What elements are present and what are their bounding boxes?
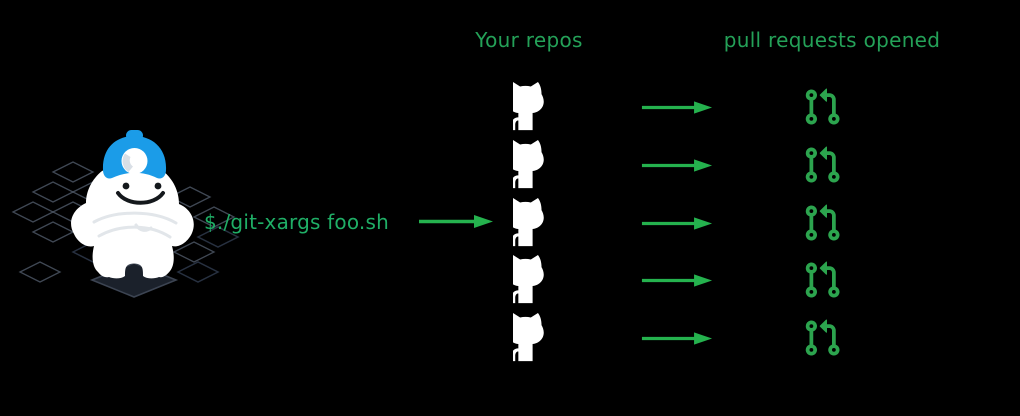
github-octocat-icon [513,140,554,190]
git-pull-request-icon [802,203,842,243]
crossed-arms-line [92,211,178,225]
mascot-scene [11,130,240,298]
arrow-right-icon [641,99,713,116]
git-pull-request-icon [802,145,842,185]
github-octocat-icon [513,198,554,248]
arrow-right-icon [641,330,713,347]
arrow-right-icon [641,157,713,174]
hand-line [134,223,153,232]
smile [116,191,165,205]
git-pull-request-icon [802,318,842,358]
yeti-mascot [71,130,194,279]
repos-column-header: Your repos [475,28,583,52]
github-octocat-icon [513,82,554,132]
repo-flow-row [0,314,1020,362]
left-eye [122,182,130,190]
git-pull-request-icon [802,87,842,127]
right-eye [154,182,162,190]
github-octocat-icon [513,313,554,363]
pull-requests-column-header: pull requests opened [723,28,941,52]
repo-flow-row [0,256,1020,304]
git-pull-request-icon [802,260,842,300]
arrow-right-icon [641,215,713,232]
crossed-arms-line [97,225,172,239]
github-octocat-icon [513,255,554,305]
repo-flow-row [0,199,1020,247]
arrow-right-icon [641,272,713,289]
helmet-lamp-shade [122,153,133,172]
command-label: $./git-xargs foo.sh [204,210,389,234]
flow-rows [0,83,1020,362]
repo-flow-row [0,141,1020,189]
repo-flow-row [0,83,1020,131]
